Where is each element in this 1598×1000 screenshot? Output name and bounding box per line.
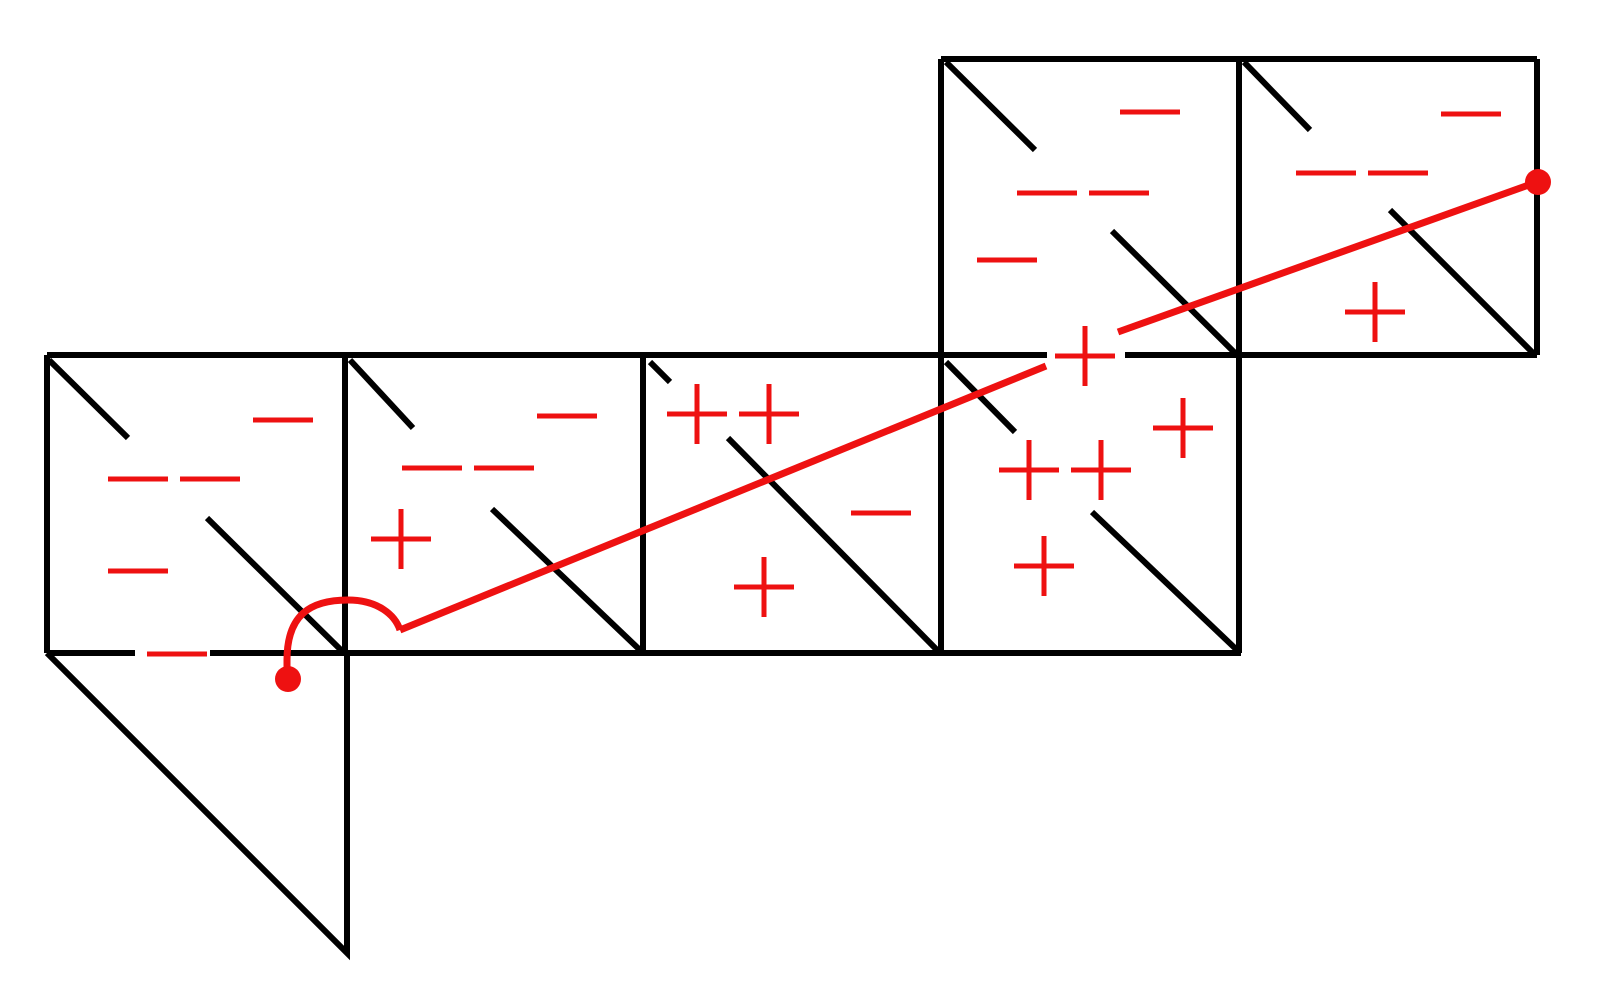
path-overlay — [275, 169, 1551, 692]
charge-signs — [108, 109, 1501, 657]
net-diagonal — [943, 59, 1038, 153]
plus-sign — [371, 509, 431, 569]
net-diagonal — [647, 359, 673, 385]
plus-sign — [739, 384, 799, 444]
net-diagonal — [1387, 207, 1538, 358]
net-triangle — [44, 650, 350, 961]
net-diagonal — [725, 435, 941, 654]
net-diagonal — [347, 357, 416, 431]
net-diagonal — [943, 359, 1018, 435]
path-end-dot — [1525, 169, 1551, 195]
plus-sign — [1153, 398, 1213, 458]
path-arc — [283, 596, 404, 678]
plus-sign — [667, 384, 727, 444]
net-diagonal — [1089, 509, 1241, 654]
plus-sign — [1014, 536, 1074, 596]
net-outline — [44, 56, 1540, 961]
plus-sign — [999, 440, 1059, 500]
net-diagonal — [1109, 228, 1240, 358]
plus-sign — [734, 557, 794, 617]
path-segment — [398, 362, 1048, 634]
plus-sign — [1345, 282, 1405, 342]
path-segment — [1116, 178, 1539, 336]
net-diagonal — [46, 357, 131, 441]
plus-sign — [1071, 440, 1131, 500]
plus-sign — [1055, 326, 1115, 386]
net-diagonal — [204, 515, 345, 654]
net-diagonal — [1241, 59, 1313, 133]
net-diagonal — [489, 506, 644, 654]
path-start-dot — [275, 666, 301, 692]
